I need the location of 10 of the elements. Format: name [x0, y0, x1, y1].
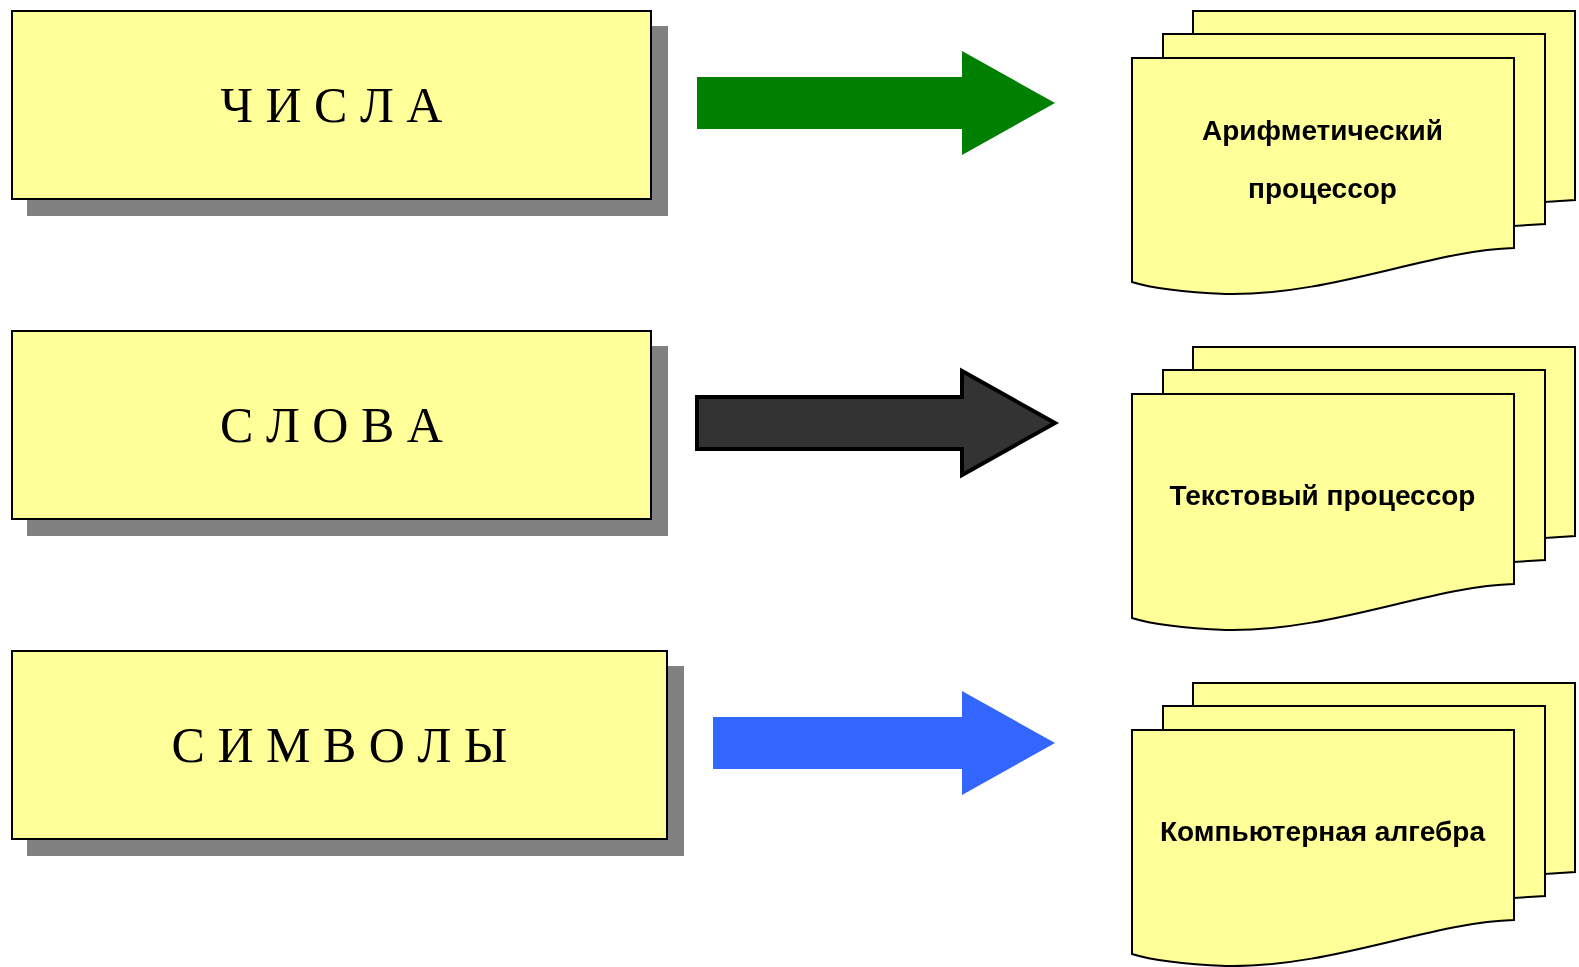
document-label: Текстовый процессор — [1169, 479, 1476, 513]
document-label: Арифметический процессор — [1201, 114, 1444, 206]
document-label: Компьютерная алгебра — [1159, 815, 1486, 849]
box-label: С И М В О Л Ы — [171, 716, 508, 774]
block-arrow — [697, 51, 1055, 155]
block-arrow — [695, 367, 1060, 479]
box-label: Ч И С Л А — [220, 76, 443, 134]
box-label: С Л О В А — [220, 396, 443, 454]
multi-document-shape — [1131, 682, 1576, 967]
block-arrow — [713, 691, 1055, 795]
